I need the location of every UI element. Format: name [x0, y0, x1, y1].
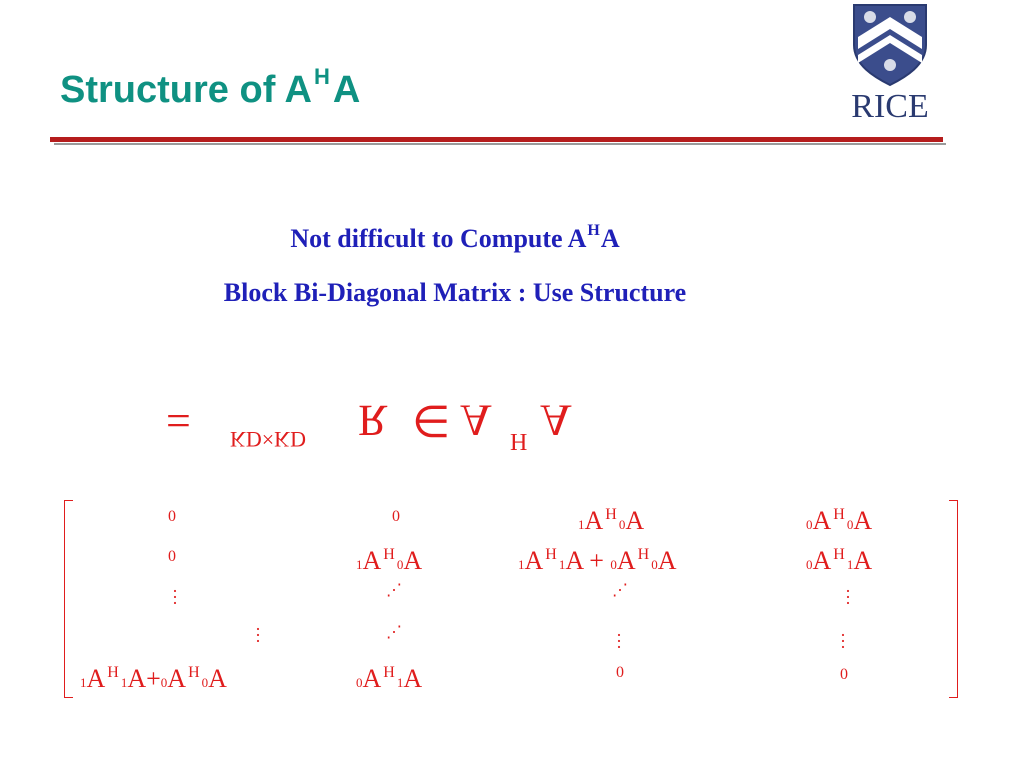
matrix-left-bracket	[64, 500, 73, 698]
matrix-ddots-r3c2: ⋰	[386, 582, 402, 599]
hermitian-superscript: H	[510, 428, 528, 454]
matrix-cell-r5c3: 0	[616, 664, 624, 681]
rice-shield-icon: RICE	[851, 4, 929, 125]
subtitle-line-1-tail: A	[600, 224, 620, 253]
real-set-symbol: R	[358, 396, 388, 445]
rice-logo: RICE	[836, 3, 944, 125]
equation-flipped: = KD×KD R ∈ A H A	[160, 396, 600, 454]
element-of-symbol: ∈	[412, 396, 451, 445]
matrix-cell-r1c2: 0	[392, 508, 400, 525]
title-tail: A	[332, 69, 361, 111]
subtitle-line-1-text: Not difficult to Compute A	[290, 224, 587, 253]
matrix-ddots-r4c2: ⋰	[386, 624, 402, 641]
subtitle-line-1: Not difficult to Compute AHA	[0, 222, 910, 254]
dims-label: KD×KD	[230, 427, 306, 452]
matrix-A-right: A	[540, 396, 572, 445]
equals-sign: =	[166, 396, 191, 445]
title-rule	[50, 137, 943, 142]
title-rule-shadow	[54, 143, 946, 145]
slide-title: Structure of AHA	[60, 64, 360, 112]
matrix-cell-r1c1: 0	[168, 508, 176, 525]
matrix-vdots-r3c4: ···	[845, 581, 851, 613]
matrix-cell-r5c4: 0	[840, 666, 848, 683]
matrix-vdots-r3c1: ···	[172, 581, 178, 613]
matrix-vdots-r4c3: ···	[616, 625, 622, 657]
svg-text:RICE: RICE	[851, 88, 928, 123]
matrix-cell-r2c1: 0	[168, 548, 176, 565]
matrix-vdots-r4c1: ···	[255, 619, 261, 651]
matrix-ddots-r3c3: ⋰	[612, 582, 628, 599]
title-superscript: H	[313, 64, 330, 89]
subtitle-line-2: Block Bi-Diagonal Matrix : Use Structure	[223, 278, 687, 307]
title-base: Structure of A	[60, 69, 312, 111]
subtitle-line-1-superscript: H	[587, 222, 600, 239]
matrix-A-left: A	[460, 396, 492, 445]
matrix-right-bracket	[949, 500, 958, 698]
matrix-vdots-r4c4: ···	[840, 625, 846, 657]
